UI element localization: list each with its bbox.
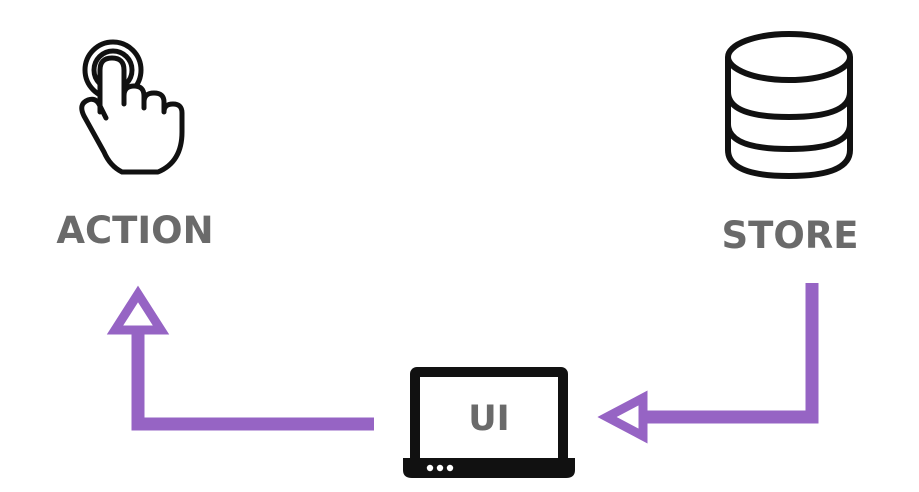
ui-label: UI — [468, 399, 509, 439]
store-label: STORE — [721, 214, 858, 257]
action-label: ACTION — [56, 209, 213, 252]
laptop-icon — [403, 367, 575, 478]
database-icon — [725, 31, 853, 179]
arrow-store-to-ui — [597, 283, 819, 444]
tap-gesture-icon — [79, 39, 185, 175]
arrow-ui-to-action — [106, 285, 374, 431]
